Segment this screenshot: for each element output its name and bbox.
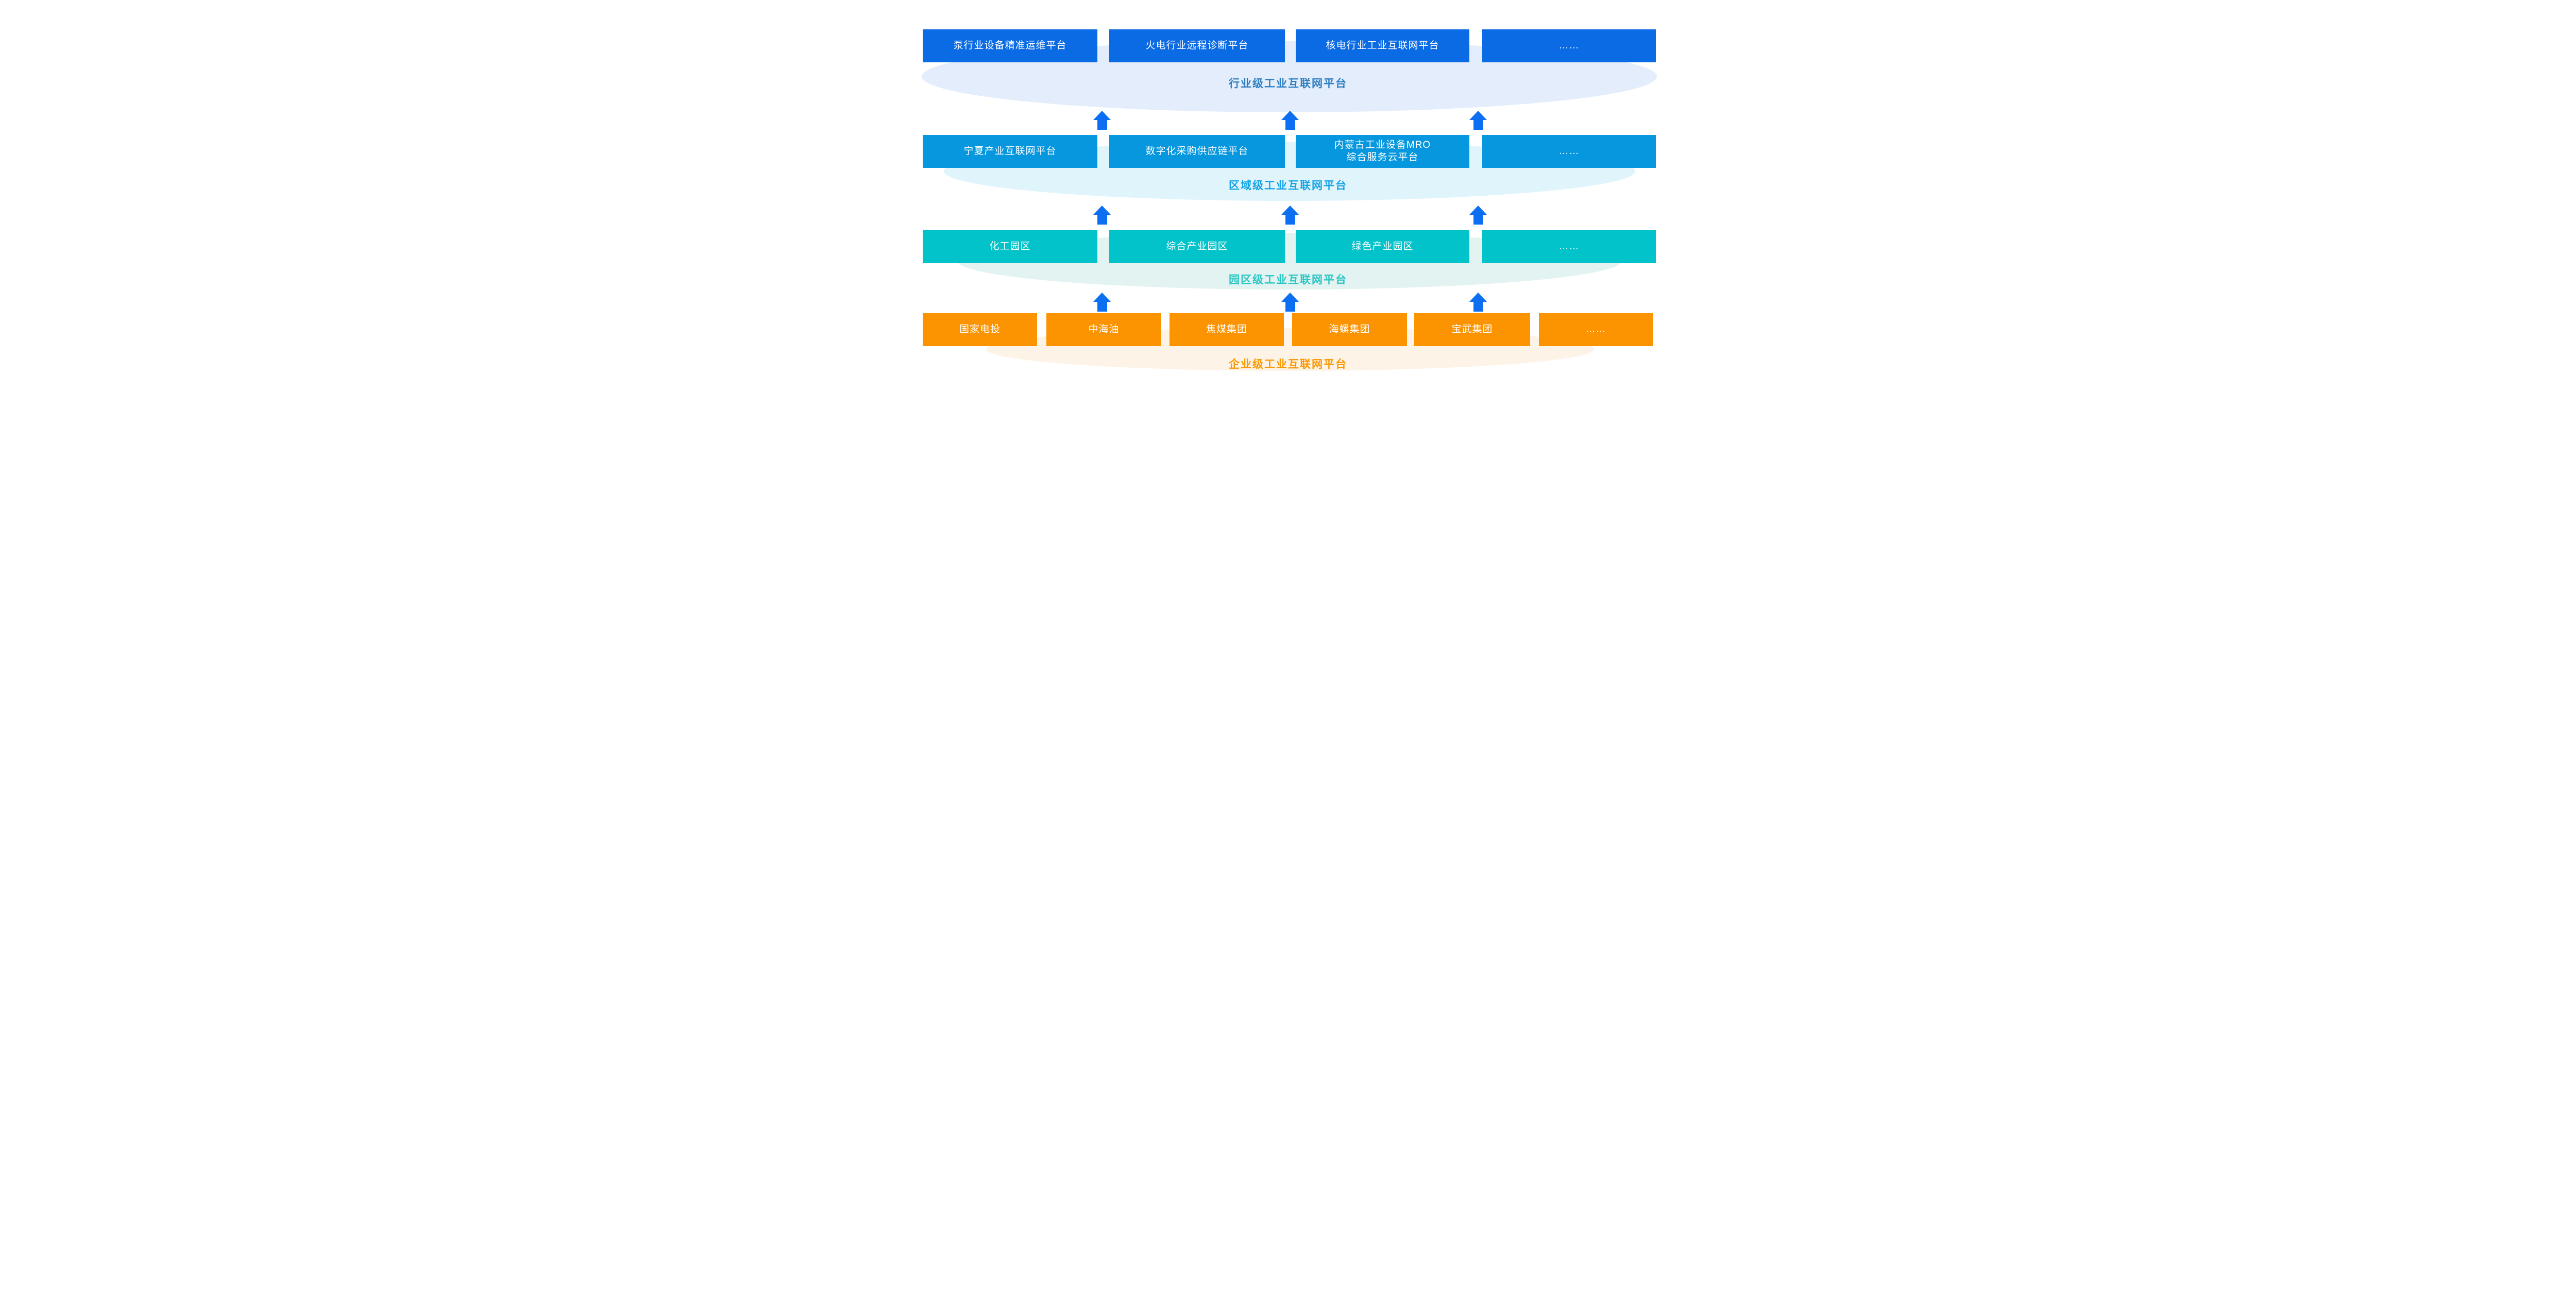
platform-box-ningxia: 宁夏产业互联网平台 [923,135,1097,168]
industrial-internet-platform-hierarchy-diagram: 泵行业设备精准运维平台 火电行业远程诊断平台 核电行业工业互联网平台 …… 行业… [886,0,1690,406]
up-arrow-icon [1093,206,1111,225]
park-box-chemical: 化工园区 [923,230,1097,263]
up-arrow-icon [1093,111,1111,130]
park-tier-label: 园区级工业互联网平台 [1229,274,1347,286]
platform-box-digital-procurement: 数字化采购供应链平台 [1109,135,1285,168]
platform-box-nuclear-power: 核电行业工业互联网平台 [1296,29,1469,62]
up-arrow-icon [1281,293,1299,312]
platform-box-pump: 泵行业设备精准运维平台 [923,29,1097,62]
up-arrow-icon [1469,111,1487,130]
park-box-comprehensive: 综合产业园区 [1109,230,1285,263]
enterprise-box-cnooc: 中海油 [1046,313,1161,346]
up-arrow-icon [1469,293,1487,312]
regional-tier-label: 区域级工业互联网平台 [1229,180,1347,192]
up-arrow-icon [1093,293,1111,312]
enterprise-tier-label: 企业级工业互联网平台 [1229,358,1347,370]
enterprise-box-ellipsis: …… [1539,313,1653,346]
enterprise-box-spic: 国家电投 [923,313,1037,346]
enterprise-box-coking-coal: 焦煤集团 [1170,313,1284,346]
enterprise-box-conch: 海螺集团 [1292,313,1407,346]
platform-box-inner-mongolia-mro: 内蒙古工业设备MRO 综合服务云平台 [1296,135,1469,168]
industry-tier-label: 行业级工业互联网平台 [1229,78,1347,90]
park-box-ellipsis: …… [1482,230,1656,263]
enterprise-box-baowu: 宝武集团 [1414,313,1530,346]
up-arrow-icon [1281,111,1299,130]
up-arrow-icon [1281,206,1299,225]
up-arrow-icon [1469,206,1487,225]
park-box-green: 绿色产业园区 [1296,230,1469,263]
platform-box-thermal-power: 火电行业远程诊断平台 [1109,29,1285,62]
platform-box-ellipsis: …… [1482,135,1656,168]
platform-box-ellipsis: …… [1482,29,1656,62]
